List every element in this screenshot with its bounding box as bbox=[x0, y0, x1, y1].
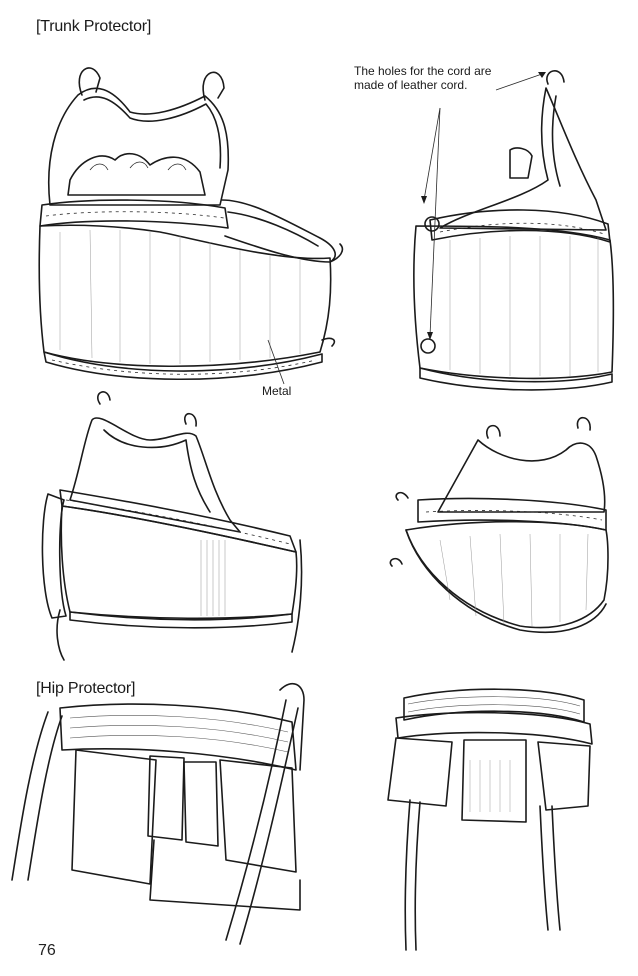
trunk-protector-back-illustration bbox=[41, 391, 303, 661]
metal-label: Metal bbox=[262, 384, 292, 398]
trunk-protector-front-illustration bbox=[38, 67, 344, 385]
cord-note: The holes for the cord are made of leath… bbox=[354, 64, 491, 92]
hip-protector-left-illustration bbox=[11, 682, 305, 945]
trunk-protector-heading: [Trunk Protector] bbox=[36, 18, 152, 35]
trunk-protector-side-illustration bbox=[413, 70, 615, 391]
hip-protector-heading: [Hip Protector] bbox=[36, 680, 136, 697]
page-number: 76 bbox=[38, 942, 56, 959]
trunk-protector-angled-illustration bbox=[389, 416, 609, 634]
cord-note-line-2: made of leather cord. bbox=[354, 78, 468, 92]
hip-protector-right-illustration bbox=[387, 688, 593, 951]
cord-note-line-1: The holes for the cord are bbox=[354, 64, 492, 78]
